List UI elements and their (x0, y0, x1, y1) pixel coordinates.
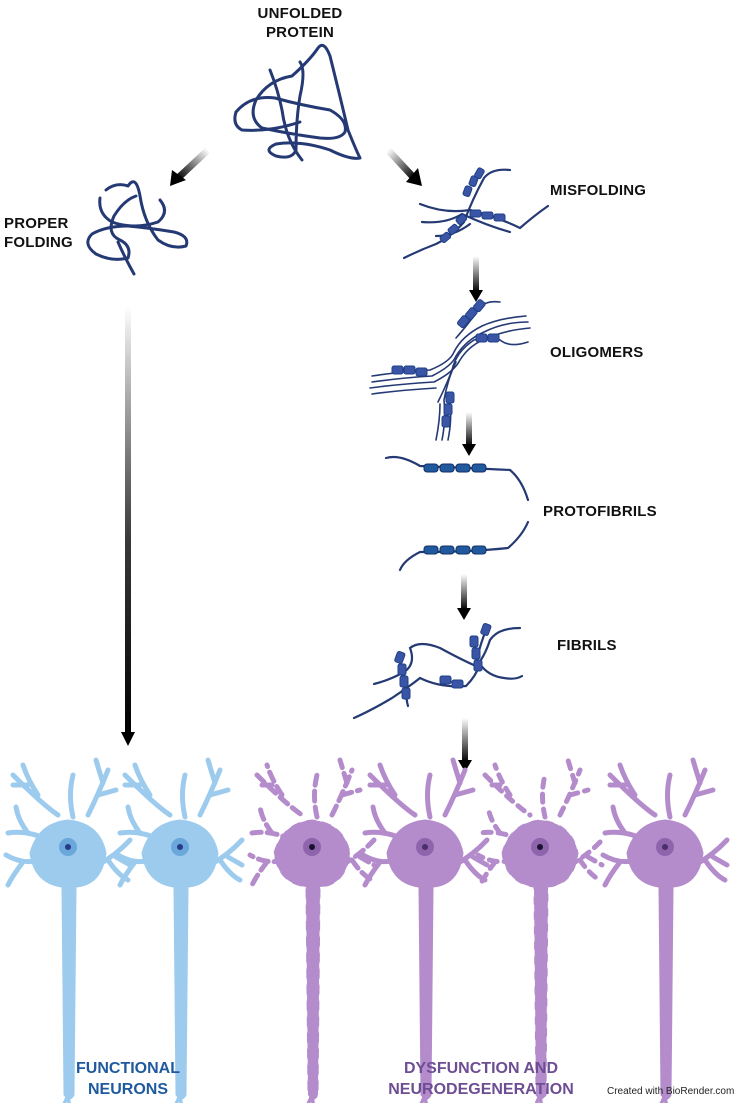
degenerating-neuron-1-icon (250, 760, 374, 1103)
folded-protein-icon (86, 180, 189, 276)
protofibrils-icon (384, 455, 530, 572)
caption-dysfunction-line2: NEURODEGENERATION (388, 1081, 574, 1098)
caption-functional-line1: FUNCTIONAL (76, 1060, 180, 1077)
label-misfolding: MISFOLDING (550, 182, 647, 199)
unfolded-protein-icon (233, 43, 362, 162)
degenerating-neuron-2-icon (363, 760, 487, 1103)
arrow-to-misfolding-icon (385, 147, 422, 186)
degenerating-neuron-4-icon (603, 760, 727, 1103)
label-unfolded-line2: PROTEIN (265, 24, 335, 41)
label-proper-line2: FOLDING (4, 234, 73, 251)
long-arrow-to-functional-icon (121, 306, 135, 746)
biorender-credit: Created with BioRender.com (607, 1086, 735, 1097)
label-oligomers: OLIGOMERS (550, 344, 644, 361)
arrow-to-oligomers-icon (469, 256, 483, 302)
label-proper-line1: PROPER (4, 215, 69, 232)
arrow-to-folded-icon (170, 147, 211, 186)
label-fibrils: FIBRILS (557, 637, 617, 654)
misfolded-protein-icon (402, 167, 550, 260)
arrow-to-fibrils-icon (457, 574, 471, 620)
label-proper-folding: PROPER FOLDING (4, 214, 73, 252)
label-protofibrils: PROTOFIBRILS (543, 503, 657, 520)
label-unfolded-protein: UNFOLDED PROTEIN (248, 4, 352, 42)
oligomers-icon (369, 299, 531, 441)
functional-neuron-1-icon (6, 760, 130, 1103)
caption-functional-neurons: FUNCTIONAL NEURONS (68, 1058, 188, 1100)
caption-functional-line2: NEURONS (87, 1081, 168, 1098)
label-unfolded-line1: UNFOLDED (257, 5, 343, 22)
arrow-to-protofibrils-icon (462, 412, 476, 456)
degenerating-neuron-3-icon (478, 760, 602, 1103)
arrow-to-neurodegeneration-icon (458, 718, 472, 772)
functional-neuron-2-icon (118, 760, 242, 1103)
caption-dysfunction: DYSFUNCTION AND NEURODEGENERATION (376, 1058, 586, 1100)
fibrils-icon (352, 622, 524, 720)
caption-dysfunction-line1: DYSFUNCTION AND (403, 1060, 559, 1077)
